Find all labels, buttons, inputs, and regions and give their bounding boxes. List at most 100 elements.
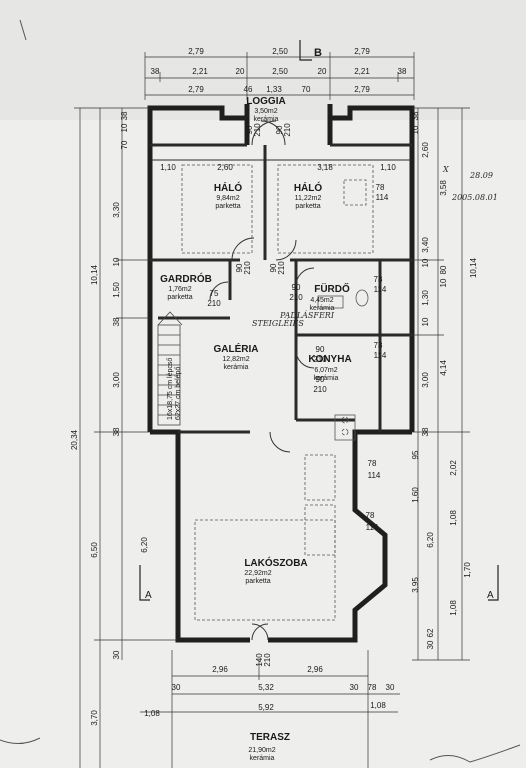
svg-text:210: 210 — [207, 299, 221, 308]
room-name-terasz: TERASZ — [250, 732, 290, 743]
svg-text:75: 75 — [210, 289, 219, 298]
room-floor-halo-1: parketta — [215, 203, 240, 210]
svg-text:90: 90 — [316, 345, 325, 354]
room-floor-galeria: kerámia — [224, 364, 249, 371]
svg-text:20: 20 — [236, 67, 245, 76]
svg-text:2,50: 2,50 — [272, 67, 288, 76]
room-name-galeria: GALÉRIA — [214, 342, 259, 355]
svg-text:2,79: 2,79 — [354, 85, 370, 94]
svg-text:210: 210 — [263, 653, 272, 667]
svg-text:5,32: 5,32 — [258, 683, 274, 692]
svg-text:6,20: 6,20 — [140, 537, 149, 553]
room-floor-lakoszoba: parketta — [245, 578, 270, 585]
bottom-dimensions: 2,96 2,96 30 5,32 30 78 30 1,08 5,92 1,0… — [144, 665, 395, 718]
svg-text:80: 80 — [439, 265, 448, 274]
room-area-loggia: 3,50m2 — [254, 108, 277, 115]
stair-note-2: 62x27 cm belépő — [175, 367, 182, 420]
svg-text:6,20: 6,20 — [426, 532, 435, 548]
svg-text:6,50: 6,50 — [90, 542, 99, 558]
svg-text:90: 90 — [245, 125, 254, 134]
svg-text:2,02: 2,02 — [449, 460, 458, 476]
interior-dimensions: 1,10 2,60 3,18 1,10 90 210 90 210 75 210… — [160, 123, 396, 667]
room-floor-gardrob: parketta — [167, 294, 192, 301]
svg-text:210: 210 — [253, 123, 262, 137]
room-floor-terasz: kerámia — [250, 755, 275, 762]
svg-text:2,60: 2,60 — [421, 142, 430, 158]
svg-text:2,96: 2,96 — [212, 665, 228, 674]
svg-text:1,70: 1,70 — [463, 562, 472, 578]
top-dimension-lines — [144, 52, 415, 100]
svg-text:30: 30 — [386, 683, 395, 692]
right-dimension-lines — [412, 107, 470, 661]
svg-text:1,08: 1,08 — [370, 701, 386, 710]
room-name-halo-2: HÁLÓ — [294, 181, 323, 194]
handwritten-note-5: X — [442, 165, 449, 174]
svg-text:210: 210 — [283, 123, 292, 137]
svg-text:10: 10 — [120, 123, 129, 132]
svg-text:90: 90 — [316, 375, 325, 384]
svg-text:38: 38 — [421, 427, 430, 436]
room-name-furdo: FÜRDŐ — [314, 282, 350, 295]
svg-text:78: 78 — [374, 341, 383, 350]
section-mark-b: B — [314, 47, 322, 59]
room-area-galeria: 12,82m2 — [222, 356, 249, 363]
handwritten-note-2: STEIGLÉIES — [252, 319, 304, 328]
pencil-scribble — [0, 19, 521, 763]
room-area-lakoszoba: 22,92m2 — [244, 570, 271, 577]
section-marks — [139, 40, 499, 601]
svg-text:1,10: 1,10 — [380, 163, 396, 172]
room-area-gardrob: 1,76m2 — [168, 286, 191, 293]
svg-text:210: 210 — [313, 385, 327, 394]
svg-text:38: 38 — [151, 67, 160, 76]
svg-text:210: 210 — [313, 355, 327, 364]
room-name-halo-1: HÁLÓ — [214, 181, 243, 194]
svg-text:3,58: 3,58 — [439, 180, 448, 196]
right-dimensions: 10,14 3,58 3,40 4,14 1,70 2,60 10 80 10 … — [411, 111, 478, 649]
svg-text:210: 210 — [277, 261, 286, 275]
svg-text:3,95: 3,95 — [411, 577, 420, 593]
room-area-halo-2: 11,22m2 — [295, 195, 322, 202]
svg-text:3,70: 3,70 — [90, 710, 99, 726]
svg-text:1,08: 1,08 — [144, 709, 160, 718]
svg-text:210: 210 — [243, 261, 252, 275]
svg-text:2,21: 2,21 — [354, 67, 370, 76]
svg-text:2,79: 2,79 — [188, 47, 204, 56]
room-area-furdo: 4,45m2 — [310, 297, 333, 304]
svg-text:1,50: 1,50 — [112, 282, 121, 298]
svg-text:30: 30 — [172, 683, 181, 692]
svg-text:4,14: 4,14 — [439, 360, 448, 376]
room-name-konyha: KONYHA — [308, 354, 351, 365]
left-dimensions: 20,34 10,14 6,50 3,70 3,30 10 1,50 38 3,… — [70, 111, 149, 726]
handwritten-note-3: 28.09 — [469, 171, 493, 180]
svg-text:114: 114 — [374, 351, 387, 360]
svg-text:30: 30 — [112, 650, 121, 659]
handwritten-note-1: PADLÁSFERI — [279, 311, 335, 320]
stair-notes: 16x18,75 cm lépcső 62x27 cm belépő — [167, 358, 182, 420]
svg-text:5,92: 5,92 — [258, 703, 274, 712]
room-floor-furdo: kerámia — [310, 305, 335, 312]
handwritten-note-4: 2005.08.01 — [451, 193, 498, 202]
svg-text:3,00: 3,00 — [421, 372, 430, 388]
svg-text:20: 20 — [318, 67, 327, 76]
svg-text:20,34: 20,34 — [70, 429, 79, 450]
svg-text:78: 78 — [376, 183, 385, 192]
bottom-dimension-lines — [140, 650, 400, 768]
svg-text:38: 38 — [411, 111, 420, 120]
svg-text:38: 38 — [112, 317, 121, 326]
section-mark-a-right: A — [487, 590, 494, 601]
svg-text:90: 90 — [292, 283, 301, 292]
svg-text:30: 30 — [426, 640, 435, 649]
svg-text:114: 114 — [366, 523, 379, 532]
svg-text:70: 70 — [120, 140, 129, 149]
svg-text:2,50: 2,50 — [272, 47, 288, 56]
svg-text:1,30: 1,30 — [421, 290, 430, 306]
svg-text:10: 10 — [421, 317, 430, 326]
furniture-outlines — [181, 164, 374, 621]
svg-text:90: 90 — [235, 263, 244, 272]
top-dimensions: 2,79 2,50 2,79 38 2,21 20 2,50 20 2,21 3… — [151, 47, 407, 94]
svg-text:3,40: 3,40 — [421, 237, 430, 253]
svg-text:62: 62 — [426, 628, 435, 637]
svg-text:2,60: 2,60 — [217, 163, 233, 172]
stair-note-1: 16x18,75 cm lépcső — [167, 358, 174, 420]
